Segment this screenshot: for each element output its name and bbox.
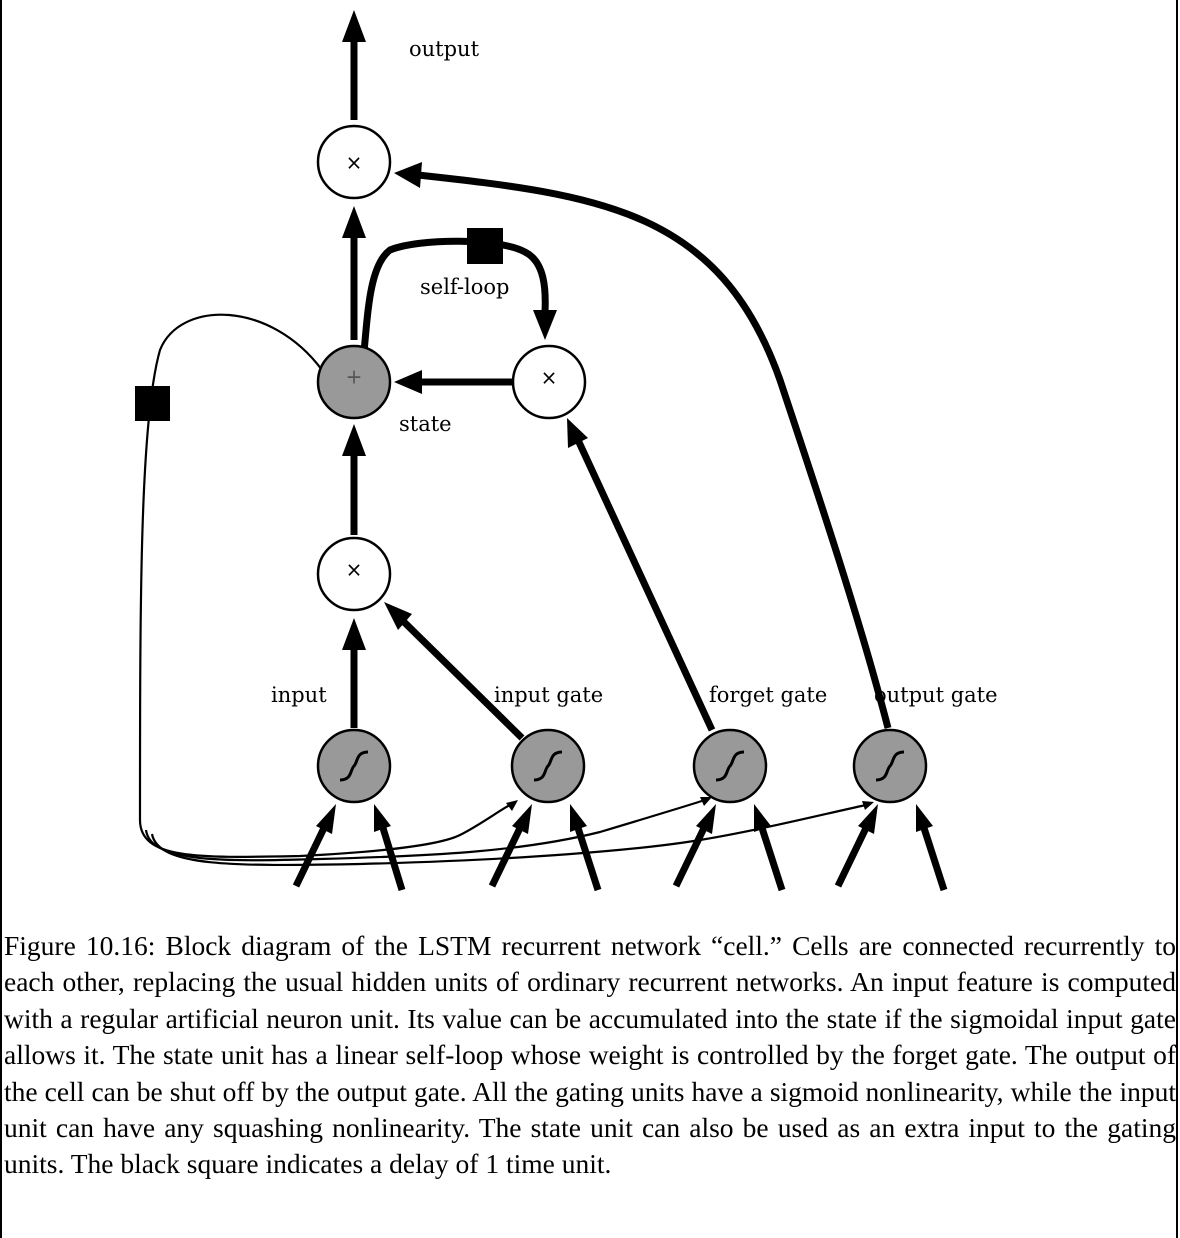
edge-input-gate-to-input-product bbox=[399, 617, 525, 741]
arrowhead-input-product-in bbox=[342, 618, 366, 650]
arrowhead-ext-1a bbox=[316, 804, 336, 834]
label-self-loop: self-loop bbox=[420, 275, 510, 299]
svg-text:×: × bbox=[346, 151, 363, 175]
feedback-arrow-input-gate bbox=[506, 800, 518, 811]
label-forget-gate: forget gate bbox=[709, 683, 827, 707]
output-gate-node bbox=[852, 728, 928, 804]
arrowhead-output-product-in bbox=[342, 206, 366, 238]
forget-gate-node bbox=[692, 728, 768, 804]
label-output: output bbox=[409, 37, 480, 61]
input-unit-node bbox=[316, 728, 392, 804]
arrowhead-ext-2b bbox=[570, 804, 587, 832]
edge-self-loop-path bbox=[360, 237, 549, 353]
arrowhead-ext-4a bbox=[858, 804, 878, 834]
feedback-wire-forget bbox=[144, 798, 706, 862]
svg-text:+: + bbox=[346, 365, 363, 389]
edge-ext-input-1b bbox=[379, 826, 406, 892]
arrowhead-ext-4b bbox=[916, 804, 933, 832]
svg-text:×: × bbox=[346, 558, 363, 582]
feedback-wire-main bbox=[138, 313, 511, 858]
feedback-arrow-forget-gate bbox=[700, 797, 712, 806]
edge-ext-input-3b bbox=[758, 826, 786, 892]
edge-ext-input-3a bbox=[672, 826, 708, 888]
sigmoid-icon bbox=[533, 750, 563, 782]
sigmoid-icon bbox=[875, 750, 905, 782]
input-product-node: × bbox=[316, 536, 392, 612]
arrowhead-input-gate-in bbox=[384, 602, 412, 630]
edge-ext-input-1a bbox=[292, 826, 328, 888]
feedback-wire-output bbox=[150, 803, 867, 867]
edge-output-gate-to-output-product bbox=[417, 171, 892, 729]
state-node: + bbox=[316, 344, 392, 420]
svg-text:×: × bbox=[541, 366, 558, 390]
frame-left-border bbox=[0, 0, 2, 1238]
arrowhead-forget-gate-in bbox=[567, 418, 588, 448]
feedback-arrow-output-gate bbox=[862, 801, 874, 810]
edge-ext-input-4b bbox=[920, 826, 948, 892]
delay-square-feedback bbox=[135, 386, 170, 421]
edge-ext-input-4a bbox=[834, 826, 870, 888]
arrowhead-ext-3b bbox=[754, 804, 771, 832]
edge-forget-gate-to-self-loop-product bbox=[574, 438, 716, 732]
arrowhead-state-in bbox=[342, 424, 366, 456]
label-input-gate: input gate bbox=[494, 683, 603, 707]
arrowhead-output bbox=[342, 10, 366, 42]
label-output-gate: output gate bbox=[874, 683, 998, 707]
delay-square-self-loop bbox=[467, 228, 503, 264]
arrowhead-ext-1b bbox=[374, 804, 391, 832]
sigmoid-icon bbox=[715, 750, 745, 782]
self-loop-product-node: × bbox=[511, 344, 587, 420]
arrowhead-output-gate-in bbox=[394, 162, 422, 188]
figure-caption: Figure 10.16: Block diagram of the LSTM … bbox=[4, 930, 1176, 1180]
label-state: state bbox=[399, 412, 452, 436]
thick-arrowheads bbox=[316, 10, 933, 834]
arrowhead-self-loop-in bbox=[394, 370, 422, 394]
sigmoid-icon bbox=[339, 750, 369, 782]
arrowhead-ext-2a bbox=[512, 804, 532, 834]
output-product-node: × bbox=[316, 124, 392, 200]
thick-edges bbox=[292, 36, 948, 892]
arrowhead-self-loop-down bbox=[533, 310, 557, 340]
frame-right-border bbox=[1176, 0, 1178, 1238]
state-feedback-wires bbox=[138, 313, 867, 867]
edge-ext-input-2a bbox=[488, 826, 524, 888]
input-gate-node bbox=[510, 728, 586, 804]
arrowhead-ext-3a bbox=[696, 804, 716, 834]
label-input: input bbox=[271, 683, 327, 707]
lstm-cell-diagram: × + × × output bbox=[135, 10, 998, 892]
edge-ext-input-2b bbox=[574, 826, 602, 892]
